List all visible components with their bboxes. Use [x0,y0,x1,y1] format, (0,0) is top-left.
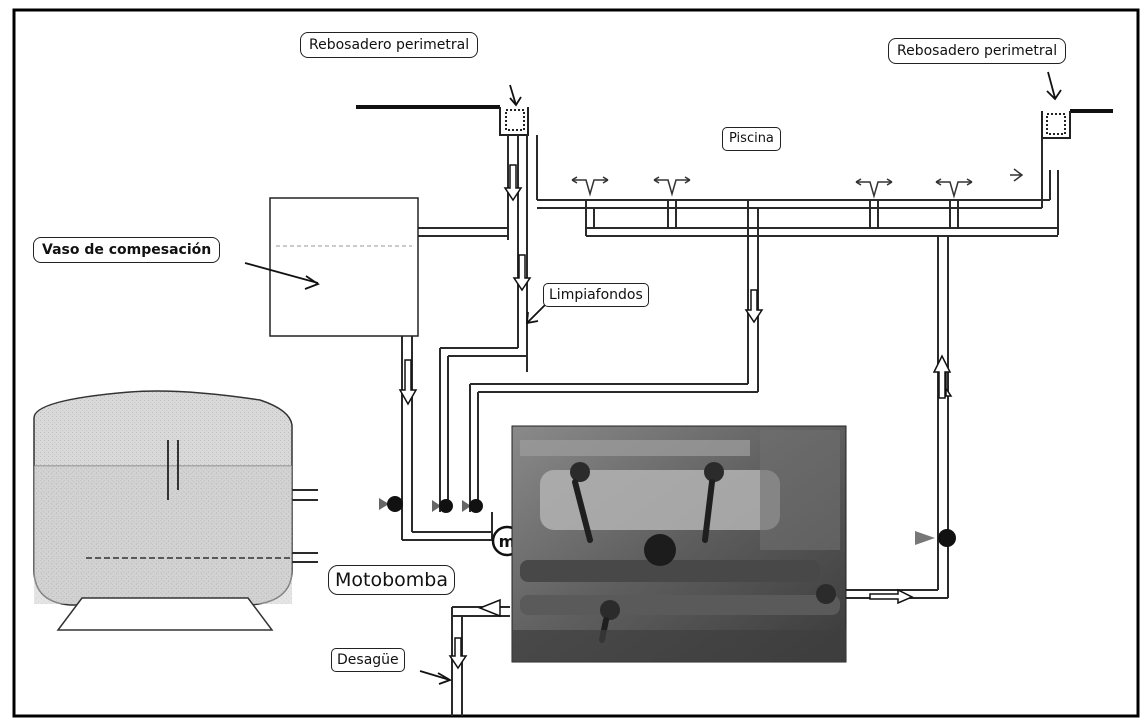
label-desague: Desagüe [331,648,405,672]
label-motobomba: Motobomba [328,565,455,595]
label-rebosadero-right: Rebosadero perimetral [888,38,1066,64]
label-vaso-compensacion: Vaso de compesación [33,237,220,263]
sand-filter [34,391,292,630]
pump-room-photo [512,426,846,662]
label-limpiafondos: Limpiafondos [543,283,649,307]
label-piscina: Piscina [722,127,781,151]
label-rebosadero-left: Rebosadero perimetral [300,32,478,58]
compensation-tank [270,198,418,336]
